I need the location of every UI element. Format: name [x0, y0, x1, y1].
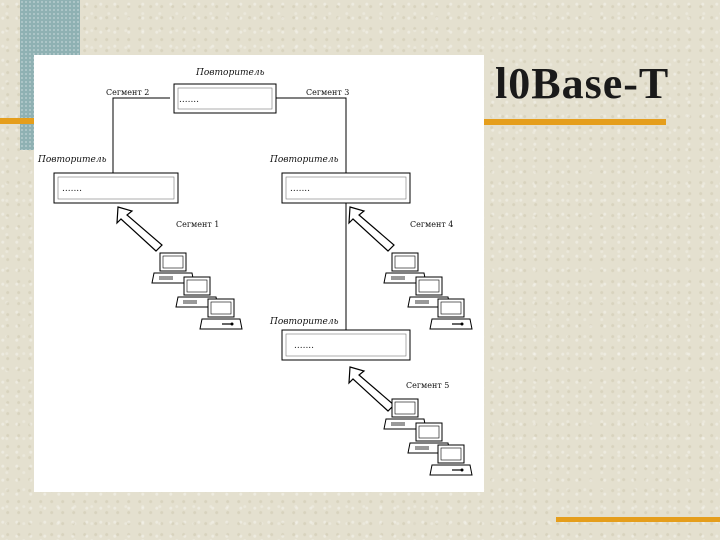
- repeater-top: ....... Повторитель: [173, 68, 277, 114]
- segment-4-label: Сегмент 4: [410, 220, 453, 229]
- repeater-left-label: Повторитель: [37, 155, 107, 165]
- segment-1-label: Сегмент 1: [176, 220, 219, 229]
- segment-2-label: Сегмент 2: [106, 88, 149, 97]
- repeater-right: ....... Повторитель: [269, 155, 411, 204]
- segment-3-label: Сегмент 3: [306, 88, 349, 97]
- segment-4-arrow: [348, 206, 395, 252]
- segment-5-label: Сегмент 5: [406, 381, 449, 390]
- repeater-bottom: ....... Повторитель: [269, 317, 411, 361]
- decorative-orange-bar-left: [0, 118, 40, 124]
- decorative-orange-bar-right: [483, 119, 666, 125]
- slide-title: l0Base-T: [495, 59, 670, 108]
- segment-5-arrow: [348, 366, 395, 412]
- network-diagram: ....... Повторитель ....... Повторитель …: [34, 55, 484, 492]
- repeater-right-label: Повторитель: [269, 155, 339, 165]
- repeater-bottom-label: Повторитель: [269, 317, 339, 327]
- segment-1-arrow: [116, 206, 163, 252]
- repeater-top-dots: .......: [179, 95, 199, 105]
- repeater-top-label: Повторитель: [195, 68, 265, 78]
- decorative-orange-bar-bottom: [556, 517, 720, 522]
- repeater-bottom-dots: .......: [294, 341, 314, 351]
- network-lines: [112, 97, 347, 330]
- repeater-right-dots: .......: [290, 184, 310, 194]
- repeater-left-dots: .......: [62, 184, 82, 194]
- repeater-left: ....... Повторитель: [37, 155, 179, 204]
